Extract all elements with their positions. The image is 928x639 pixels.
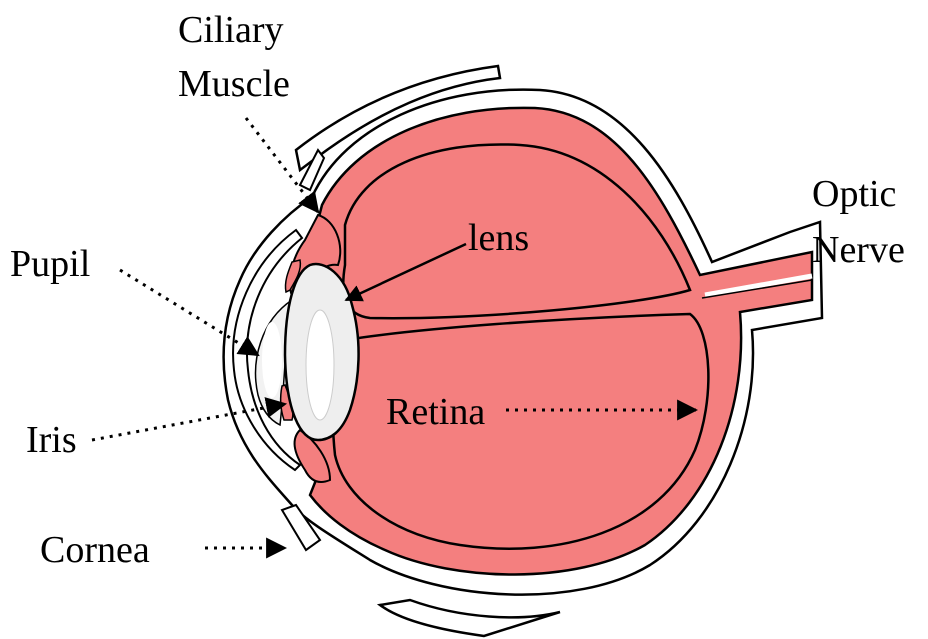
label-ciliary-line1: Ciliary: [178, 9, 284, 51]
label-iris: Iris: [26, 419, 77, 461]
label-optic-line2: Nerve: [812, 229, 905, 271]
label-pupil: Pupil: [10, 243, 90, 285]
label-retina: Retina: [386, 391, 485, 433]
lens-highlight: [306, 310, 334, 420]
label-ciliary-line2: Muscle: [178, 63, 290, 105]
label-cornea: Cornea: [40, 529, 150, 571]
label-optic-line1: Optic: [812, 173, 896, 215]
pupil-highlight: [262, 322, 282, 398]
label-lens: lens: [468, 217, 529, 259]
sclera-layer-bottom: [380, 600, 560, 636]
